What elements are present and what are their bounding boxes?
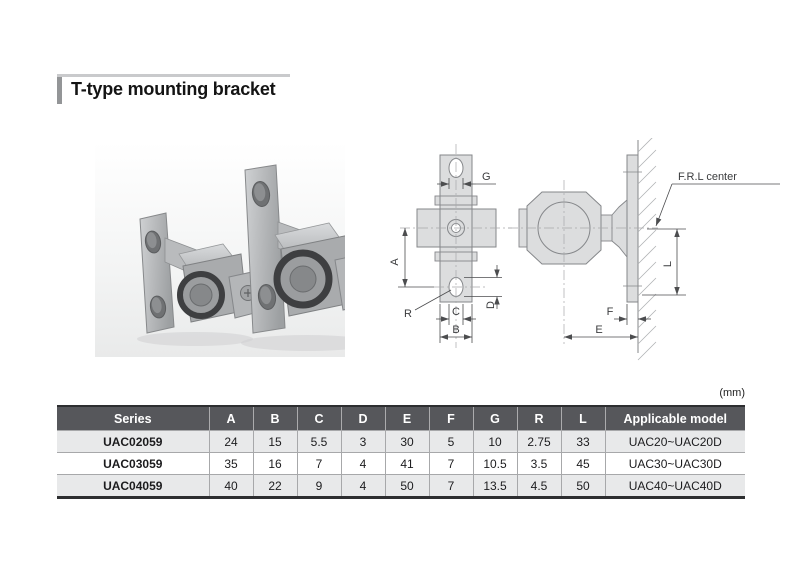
- spec-table-wrap: Series A B C D E F G R L Applicable mode…: [57, 405, 745, 499]
- col-header-d: D: [340, 407, 385, 431]
- cell-a: 40: [208, 474, 254, 496]
- cell-c: 9: [296, 474, 342, 496]
- col-header-f: F: [428, 407, 473, 431]
- cell-model: UAC40~UAC40D: [604, 474, 745, 496]
- dim-label-E: E: [595, 324, 602, 336]
- cell-e: 30: [384, 430, 430, 453]
- cell-b: 15: [252, 430, 298, 453]
- dim-label-R: R: [404, 308, 412, 320]
- cell-model: UAC20~UAC20D: [604, 430, 745, 453]
- cell-r: 3.5: [516, 452, 562, 475]
- mount-hole-icon: [144, 230, 162, 254]
- dim-label-B: B: [452, 324, 459, 336]
- cell-b: 22: [252, 474, 298, 496]
- dim-label-D: D: [485, 301, 497, 309]
- cell-series: UAC03059: [57, 452, 210, 475]
- cell-a: 24: [208, 430, 254, 453]
- cell-f: 7: [428, 474, 474, 496]
- cell-c: 5.5: [296, 430, 342, 453]
- cell-r: 4.5: [516, 474, 562, 496]
- col-header-e: E: [384, 407, 429, 431]
- dim-label-G: G: [482, 171, 491, 183]
- col-header-model: Applicable model: [604, 407, 745, 431]
- cell-l: 33: [560, 430, 606, 453]
- cell-l: 45: [560, 452, 606, 475]
- wall-hatching: [637, 138, 657, 361]
- mount-hole-icon: [149, 295, 167, 319]
- cell-g: 10: [472, 430, 518, 453]
- side-view: F.R.L center L F E: [508, 138, 780, 361]
- cell-series: UAC02059: [57, 430, 210, 453]
- page-title: T-type mounting bracket: [71, 79, 276, 99]
- dim-label-A: A: [390, 258, 401, 266]
- cell-e: 50: [384, 474, 430, 496]
- bracket-photo-small: [137, 212, 267, 346]
- title-accent-bar: [57, 77, 62, 104]
- spec-table: Series A B C D E F G R L Applicable mode…: [57, 407, 745, 496]
- cell-f: 7: [428, 452, 474, 475]
- cell-d: 4: [340, 474, 386, 496]
- col-header-l: L: [560, 407, 605, 431]
- cell-g: 10.5: [472, 452, 518, 475]
- table-row: UAC02059 24 15 5.5 3 30 5 10 2.75 33 UAC…: [57, 430, 745, 453]
- table-row: UAC03059 35 16 7 4 41 7 10.5 3.5 45 UAC3…: [57, 452, 745, 475]
- col-header-c: C: [296, 407, 341, 431]
- cell-r: 2.75: [516, 430, 562, 453]
- cell-b: 16: [252, 452, 298, 475]
- mount-hole-icon: [257, 284, 277, 310]
- unit-note: (mm): [719, 387, 745, 399]
- table-row: UAC04059 40 22 9 4 50 7 13.5 4.5 50 UAC4…: [57, 474, 745, 496]
- cell-e: 41: [384, 452, 430, 475]
- col-header-a: A: [208, 407, 253, 431]
- table-header-row: Series A B C D E F G R L Applicable mode…: [57, 407, 745, 431]
- product-photo: [95, 142, 345, 357]
- front-view: G A R C B D: [390, 144, 512, 348]
- cell-d: 4: [340, 452, 386, 475]
- cell-f: 5: [428, 430, 474, 453]
- cell-l: 50: [560, 474, 606, 496]
- dim-label-F: F: [607, 306, 614, 318]
- cell-c: 7: [296, 452, 342, 475]
- cell-a: 35: [208, 452, 254, 475]
- cell-series: UAC04059: [57, 474, 210, 496]
- bracket-photo-large: [241, 164, 345, 351]
- dim-label-C: C: [452, 306, 460, 318]
- frl-center-label: F.R.L center: [678, 171, 737, 183]
- cell-model: UAC30~UAC30D: [604, 452, 745, 475]
- cell-g: 13.5: [472, 474, 518, 496]
- col-header-r: R: [516, 407, 561, 431]
- col-header-series: Series: [57, 407, 209, 431]
- col-header-b: B: [252, 407, 297, 431]
- dim-label-L: L: [662, 261, 674, 267]
- title-top-rule: [57, 74, 290, 77]
- col-header-g: G: [472, 407, 517, 431]
- cell-d: 3: [340, 430, 386, 453]
- technical-drawing: G A R C B D F.R.L cent: [390, 138, 780, 361]
- mount-hole-icon: [251, 181, 271, 207]
